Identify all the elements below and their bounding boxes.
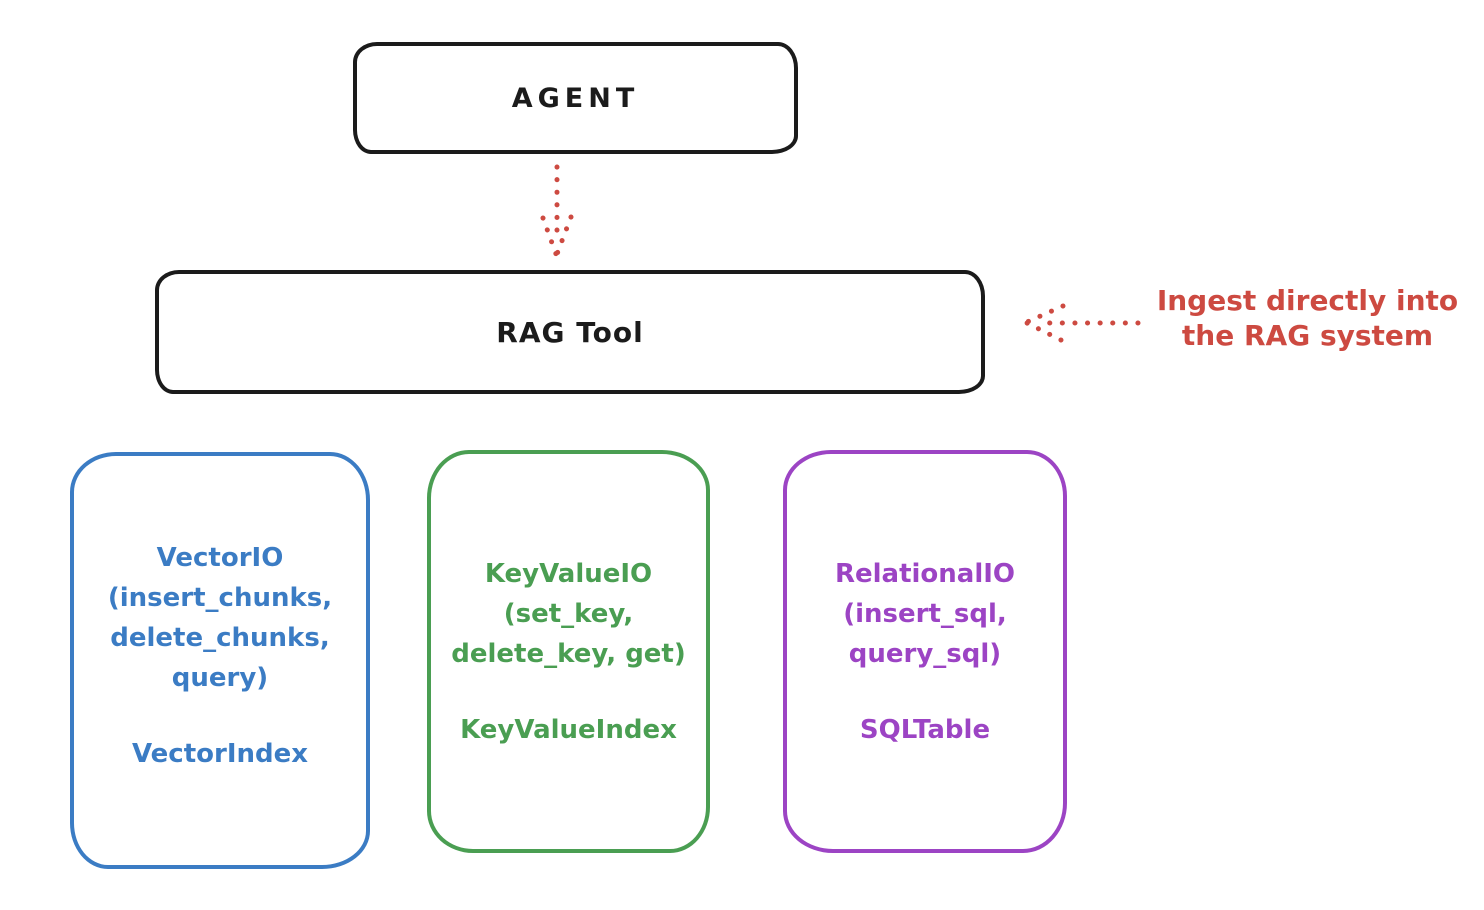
agent-to-rag-arrow <box>540 164 574 257</box>
agent-box: AGENT <box>353 42 798 154</box>
annotation-to-rag-arrow <box>1024 303 1141 343</box>
backend-method-line: query) <box>171 663 269 693</box>
backend-method-line: query_sql) <box>848 639 1002 669</box>
backend-title: RelationalIO <box>834 559 1016 589</box>
backend-method-line: (insert_chunks, <box>107 583 333 613</box>
rag-tool-label: RAG Tool <box>496 315 644 349</box>
rag-tool-box: RAG Tool <box>155 270 985 394</box>
backend-card-relationalio: RelationalIO (insert_sql, query_sql) SQL… <box>783 450 1067 853</box>
backend-index-label: SQLTable <box>859 715 991 745</box>
backend-index-label: VectorIndex <box>131 739 309 769</box>
backend-method-line: (set_key, <box>503 599 634 629</box>
backend-title: KeyValueIO <box>484 559 653 589</box>
dotted-down-arrow-wing-left <box>540 215 559 257</box>
annotation-line-1: Ingest directly into <box>1156 284 1459 317</box>
agent-label: AGENT <box>511 82 640 114</box>
backend-method-line: delete_chunks, <box>110 623 330 653</box>
dotted-left-arrow-wing-top <box>1024 303 1066 325</box>
backend-index-label: KeyValueIndex <box>460 715 677 745</box>
backend-card-keyvalueio: KeyValueIO (set_key, delete_key, get) Ke… <box>427 450 710 853</box>
dotted-down-arrow-wing-right <box>554 214 574 257</box>
backend-method-line: (insert_sql, <box>843 599 1007 629</box>
annotation-text: Ingest directly into the RAG system <box>1140 283 1475 353</box>
backend-card-vectorio: VectorIO (insert_chunks, delete_chunks, … <box>70 452 370 869</box>
annotation-line-2: the RAG system <box>1181 319 1434 352</box>
backend-title: VectorIO <box>156 543 284 573</box>
dotted-left-arrow-wing-bottom <box>1024 320 1064 343</box>
backend-method-line: delete_key, get) <box>451 639 686 669</box>
